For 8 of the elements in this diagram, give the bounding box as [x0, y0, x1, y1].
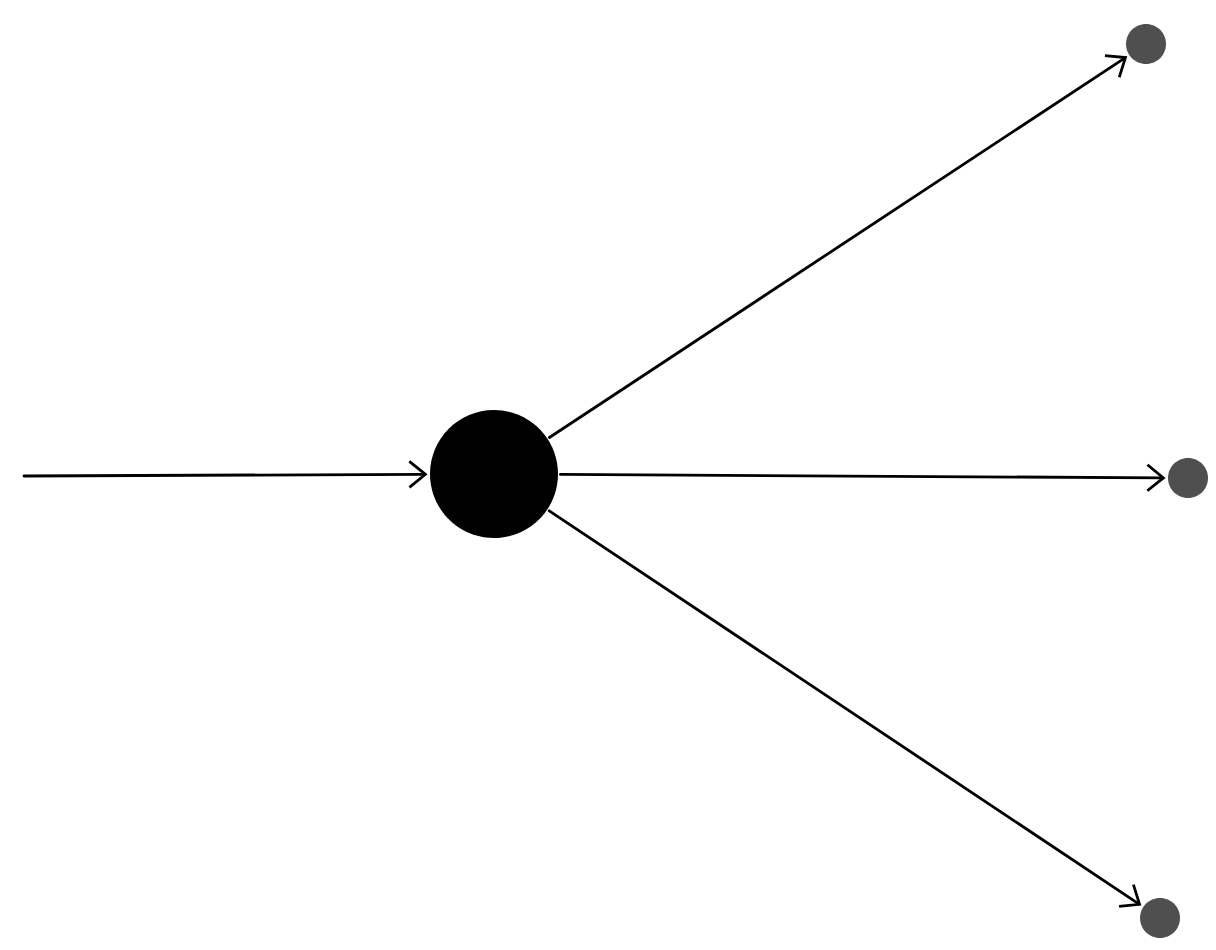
arrow	[547, 509, 1142, 908]
arrow	[22, 460, 428, 489]
small-circle	[1140, 898, 1180, 938]
large-circle	[430, 410, 558, 538]
arrow	[559, 463, 1166, 492]
small-circle	[1126, 24, 1166, 64]
arrow	[548, 54, 1128, 439]
small-circle	[1168, 458, 1208, 498]
